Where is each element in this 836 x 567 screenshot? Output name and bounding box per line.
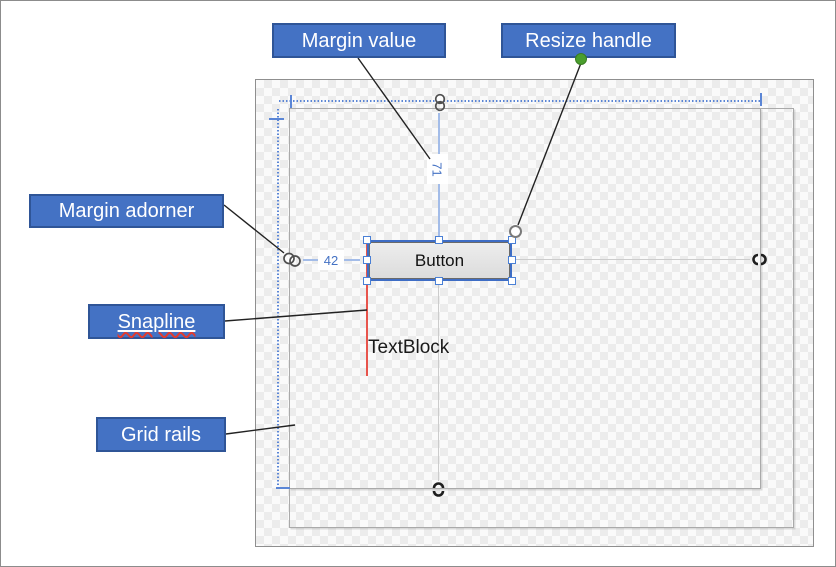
callout-snapline-label: Snapline bbox=[117, 310, 196, 333]
margin-value-left: 42 bbox=[318, 250, 344, 270]
snapline bbox=[366, 239, 369, 376]
callout-resize-handle: Resize handle bbox=[501, 23, 676, 58]
selection-handle-mid-right[interactable] bbox=[508, 256, 516, 264]
grid-rail-tick bbox=[760, 93, 762, 106]
selection-handle-top-left[interactable] bbox=[363, 236, 371, 244]
grid-rail-tick bbox=[276, 487, 290, 489]
margin-adorner-chain-icon[interactable] bbox=[431, 92, 449, 116]
green-dot-icon bbox=[575, 53, 587, 65]
selection-handle-bottom-right[interactable] bbox=[508, 277, 516, 285]
grid-rail-tick bbox=[269, 118, 284, 120]
callout-margin-adorner: Margin adorner bbox=[29, 194, 224, 228]
resize-handle-circle[interactable] bbox=[509, 225, 522, 238]
textblock-control[interactable]: TextBlock bbox=[368, 337, 449, 359]
broken-chain-icon[interactable] bbox=[749, 252, 769, 267]
broken-chain-icon[interactable] bbox=[431, 479, 446, 499]
selection-handle-bottom-left[interactable] bbox=[363, 277, 371, 285]
callout-grid-rails: Grid rails bbox=[96, 417, 226, 452]
callout-grid-rails-label: Grid rails bbox=[120, 423, 201, 446]
margin-value-top: 71 bbox=[427, 154, 448, 184]
selection-handle-bottom-center[interactable] bbox=[435, 277, 443, 285]
grid-rail-tick bbox=[290, 95, 292, 108]
anchor-line-bottom bbox=[438, 282, 440, 481]
button-label: Button bbox=[414, 250, 465, 270]
grid-rail-left[interactable] bbox=[277, 109, 279, 488]
selection-handle-mid-left[interactable] bbox=[363, 256, 371, 264]
callout-margin-adorner-label: Margin adorner bbox=[58, 200, 195, 222]
anchor-line-right bbox=[514, 259, 750, 261]
callout-margin-value: Margin value bbox=[272, 23, 446, 58]
textblock-label: TextBlock bbox=[368, 337, 450, 358]
grid-layout-root[interactable] bbox=[289, 108, 761, 489]
callout-snapline: Snapline bbox=[88, 304, 225, 339]
button-control[interactable]: Button bbox=[367, 240, 512, 281]
selection-handle-top-center[interactable] bbox=[435, 236, 443, 244]
callout-margin-value-label: Margin value bbox=[301, 29, 417, 52]
margin-adorner-chain-icon[interactable] bbox=[280, 249, 306, 271]
button-face[interactable]: Button bbox=[369, 242, 510, 279]
grid-rail-top[interactable] bbox=[279, 100, 761, 102]
callout-resize-handle-label: Resize handle bbox=[525, 29, 652, 52]
